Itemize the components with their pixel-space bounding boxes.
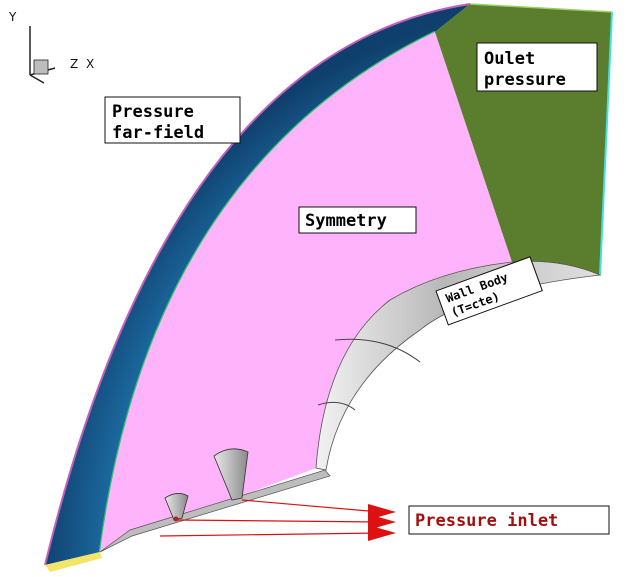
centerline-body <box>99 469 331 553</box>
nozzle-small-tip <box>173 516 179 522</box>
far-field-edge <box>44 3 471 566</box>
axis-triad: Y Z X <box>8 10 94 84</box>
far-field-label-line1: Pressure <box>112 102 194 122</box>
inlet-line-1 <box>241 499 381 513</box>
label-pressure-inlet: Pressure inlet <box>408 505 610 535</box>
inlet-line-2 <box>175 519 381 523</box>
inlet-arrowhead-3 <box>368 525 396 541</box>
nozzle-small <box>164 493 189 521</box>
far-field-surface <box>45 4 470 565</box>
outlet-label-line1: Oulet <box>484 49 535 69</box>
inlet-line-3 <box>159 532 381 537</box>
axis-x-label: X <box>86 57 94 71</box>
label-symmetry: Symmetry <box>298 206 417 234</box>
label-far-field: Pressure far-field <box>104 96 241 144</box>
label-outlet: Oulet pressure <box>476 42 598 92</box>
outlet-top-edge <box>469 3 613 13</box>
nozzle-large <box>213 448 249 501</box>
axis-y-label: Y <box>8 10 17 24</box>
wall-seam-1 <box>334 338 421 363</box>
wall-body-surface <box>315 260 602 471</box>
outlet-label-line2: pressure <box>484 70 566 90</box>
outlet-edge <box>599 11 613 276</box>
base-sliver <box>45 552 102 572</box>
symmetry-label: Symmetry <box>305 211 387 231</box>
axis-z-label: Z <box>70 57 78 71</box>
inlet-arrowhead-2 <box>368 514 396 530</box>
symmetry-surface <box>100 32 512 552</box>
far-field-label-line2: far-field <box>112 123 204 143</box>
wall-seam-2 <box>317 401 356 411</box>
pressure-inlet-label: Pressure inlet <box>415 511 558 531</box>
